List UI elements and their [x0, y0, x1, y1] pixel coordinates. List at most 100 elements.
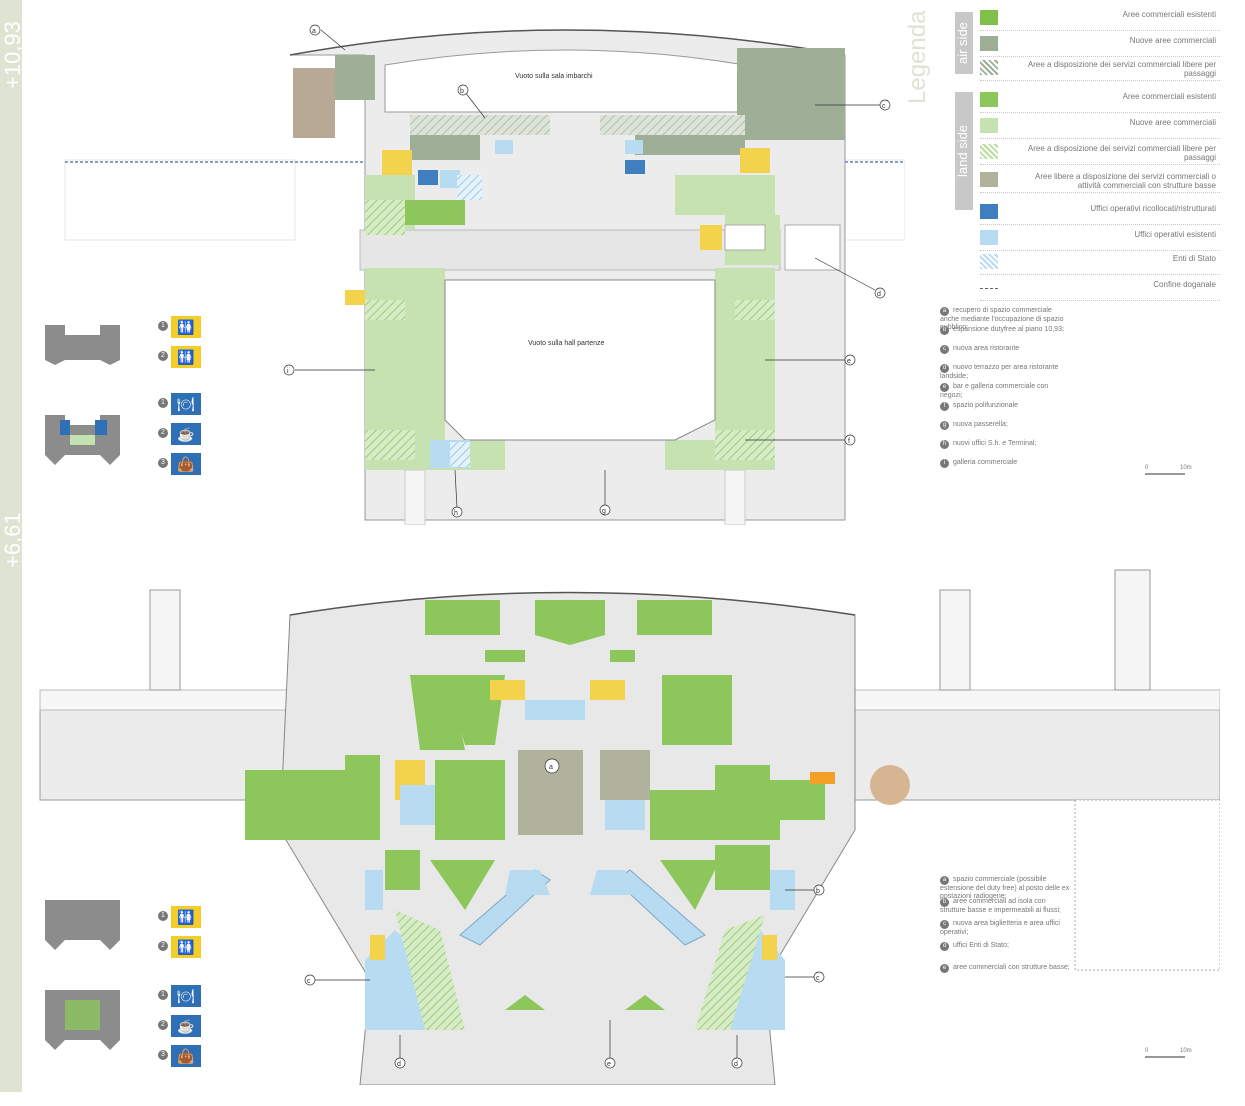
note-key: i [940, 459, 949, 468]
lower-callout-c-left: c [307, 978, 311, 985]
shop-bag-icon-lower: 👜 [171, 1045, 201, 1067]
lower-scale-ten: 10m [1180, 1048, 1192, 1054]
upper-callout-i: i [287, 368, 289, 375]
legend-label: Aree a disposizione dei servizi commerci… [1027, 60, 1216, 78]
key-num-shop: 3 [158, 458, 168, 468]
cafe-icon: ☕ [171, 423, 201, 445]
legend-item: Nuove aree commerciali [980, 116, 1220, 139]
legend-label: Nuove aree commerciali [1129, 36, 1216, 45]
upper-callout-b: b [460, 88, 464, 95]
key-num-toilets-2-lower: 2 [158, 941, 168, 951]
note-key: b [940, 898, 949, 907]
upper-callout-c: c [882, 103, 886, 110]
legend-item: Aree libere a disposizione dei servizi c… [980, 170, 1220, 193]
legend-swatch [980, 36, 998, 51]
toilets-alt-icon-lower: 🚻 [171, 936, 201, 958]
cafe-icon-lower: ☕ [171, 1015, 201, 1037]
note-item: e aree commerciali con strutture basse; [940, 964, 1070, 973]
note-text: bar e galleria commerciale con negozi; [940, 383, 1049, 399]
lower-scale-bar: 0 10m [1145, 1048, 1195, 1060]
legend-swatch [980, 172, 998, 187]
upper-callouts: a b c d e f g h i [283, 24, 891, 518]
note-text: uffici Enti di Stato; [953, 942, 1009, 949]
legend-label: Confine doganale [1153, 280, 1216, 289]
upper-scale-bar: 0 10m [1145, 465, 1195, 477]
note-text: aree commerciali con strutture basse; [953, 964, 1070, 971]
lower-callout-b: b [816, 888, 820, 895]
legend-item: Uffici operativi ricollocati/ristruttura… [980, 202, 1220, 225]
key-num-cafe: 2 [158, 428, 168, 438]
note-key: c [940, 345, 949, 354]
upper-callout-h: h [454, 510, 458, 517]
key-num-food-lower: 1 [158, 990, 168, 1000]
legend-item: Nuove aree commerciali [980, 34, 1220, 57]
legend-swatch [980, 254, 998, 269]
note-text: spazio commerciale (possibile estensione… [940, 876, 1070, 900]
note-item: d uffici Enti di Stato; [940, 942, 1070, 951]
legend-item: Aree commerciali esistenti [980, 90, 1220, 113]
legend-item: Enti di Stato [980, 252, 1220, 275]
note-text: recupero di spazio commerciale anche med… [940, 307, 1064, 331]
upper-callout-f: f [848, 438, 850, 445]
key-num-cafe-lower: 2 [158, 1020, 168, 1030]
note-text: aree commerciali ad isola con strutture … [940, 898, 1061, 914]
note-text: espansione dutyfree al piano 10,93; [953, 326, 1064, 333]
legend-item: Aree commerciali esistenti [980, 8, 1220, 31]
legend-swatch [980, 92, 998, 107]
toilets-alt-icon: 🚻 [171, 346, 201, 368]
note-key: d [940, 942, 949, 951]
upper-callout-a: a [312, 28, 316, 35]
note-key: a [940, 307, 949, 316]
toilets-icon-lower: 🚻 [171, 906, 201, 928]
upper-callout-d: d [877, 291, 881, 298]
toilets-icon: 🚻 [171, 316, 201, 338]
key-num-shop-lower: 3 [158, 1050, 168, 1060]
note-text: galleria commerciale [953, 459, 1018, 466]
lower-callout-d-left: d [397, 1061, 401, 1068]
level-upper-label: +10,93 [0, 21, 25, 89]
note-item: b espansione dutyfree al piano 10,93; [940, 326, 1070, 335]
land-side-tag: land side [955, 92, 973, 210]
note-key: g [940, 421, 949, 430]
restaurant-icon: 🍽 [171, 393, 201, 415]
lower-scale-zero: 0 [1145, 1048, 1149, 1054]
lower-key-diagrams [45, 900, 120, 1050]
legend-swatch [980, 60, 998, 75]
key-num-food: 1 [158, 398, 168, 408]
legend-swatch [980, 144, 998, 159]
legend-label: Uffici operativi esistenti [1134, 230, 1216, 239]
legend-swatch [980, 230, 998, 245]
upper-floor-plan: Vuoto sulla sala imbarchi Vuoto sulla ha… [64, 24, 905, 525]
note-key: d [940, 364, 949, 373]
upper-key-diagrams [45, 325, 120, 465]
note-key: a [940, 876, 949, 885]
legend-swatch [980, 118, 998, 133]
legend-item: Confine doganale [980, 278, 1220, 301]
lower-floor-plan: a b c c d d e [39, 569, 1220, 1085]
shop-bag-icon: 👜 [171, 453, 201, 475]
note-key: f [940, 402, 949, 411]
restaurant-icon-lower: 🍽 [171, 985, 201, 1007]
note-key: e [940, 964, 949, 973]
note-text: nuova passerella; [953, 421, 1008, 428]
legend-label: Aree commerciali esistenti [1122, 10, 1216, 19]
legend-swatch [980, 204, 998, 219]
legend-swatch [980, 288, 998, 289]
lower-callout-d-right: d [734, 1061, 738, 1068]
legend-label: Uffici operativi ricollocati/ristruttura… [1090, 204, 1216, 213]
key-num-toilets-1: 1 [158, 321, 168, 331]
legend-label: Nuove aree commerciali [1129, 118, 1216, 127]
upper-scale-zero: 0 [1145, 465, 1149, 471]
note-text: nuova area biglietteria e area uffici op… [940, 920, 1060, 936]
note-key: b [940, 326, 949, 335]
legend-item: Aree a disposizione dei servizi commerci… [980, 142, 1220, 165]
note-text: nuovi uffici S.h. e Terminal; [953, 440, 1037, 447]
